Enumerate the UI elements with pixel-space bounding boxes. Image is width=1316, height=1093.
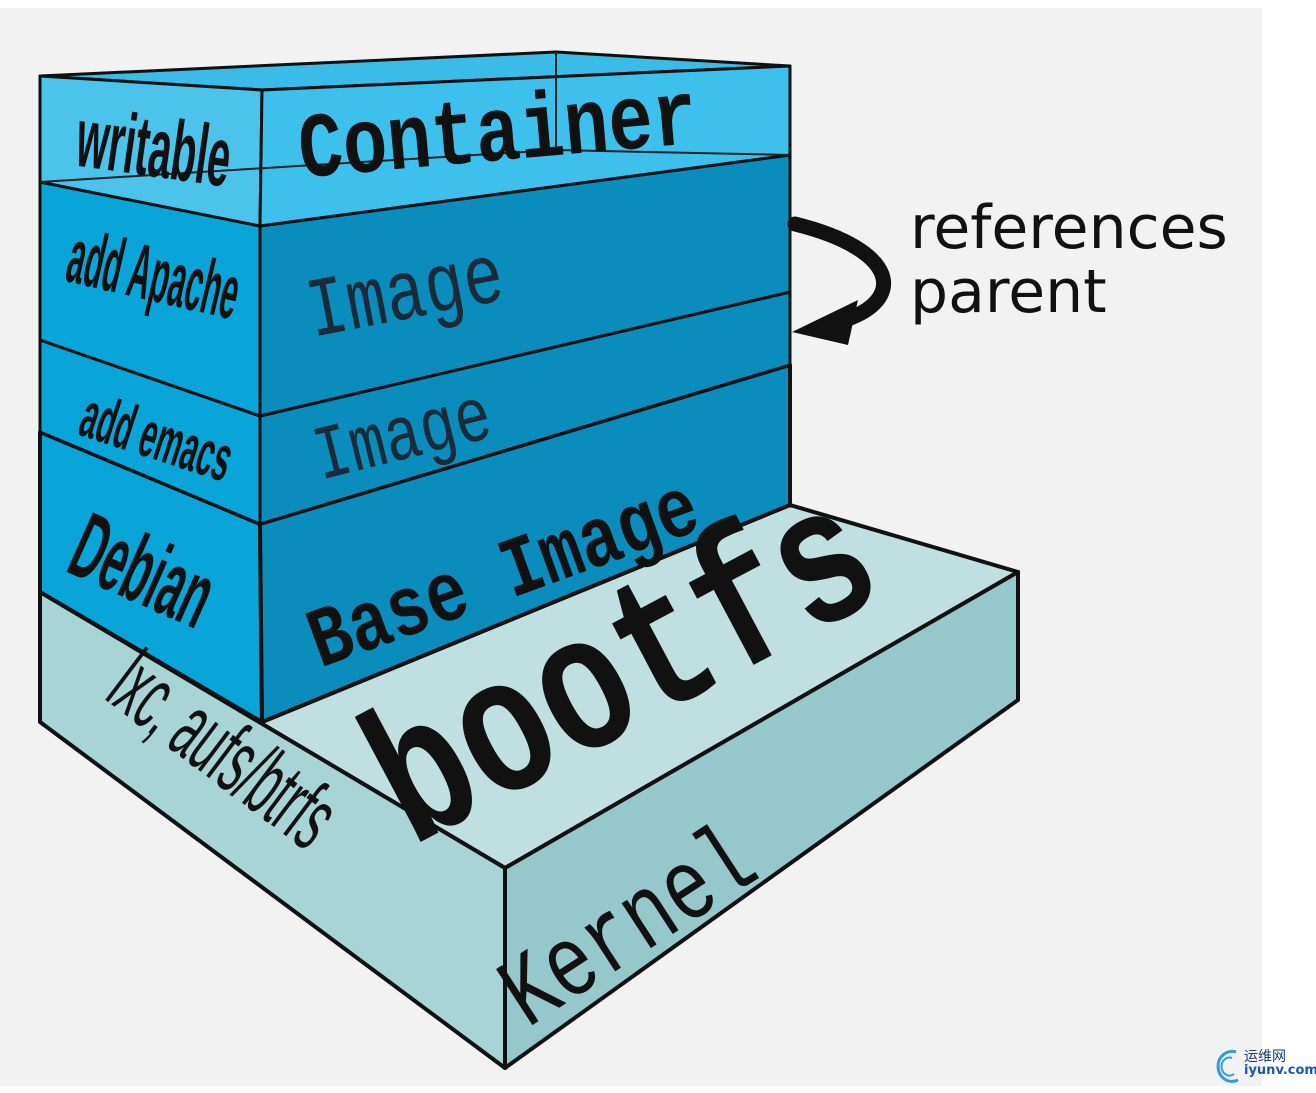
annotation-line2: parent	[910, 257, 1107, 327]
container-side-label: writable	[70, 91, 237, 206]
references-parent-arrow	[787, 216, 892, 328]
watermark-swirl-icon	[1216, 1049, 1239, 1083]
kernel-front-face	[503, 570, 1020, 1070]
watermark: 运维网 iyunv.com	[1212, 1046, 1316, 1088]
watermark-chinese: 运维网	[1244, 1049, 1286, 1065]
arrow-head	[792, 300, 858, 345]
watermark-domain: iyunv.com	[1244, 1063, 1316, 1078]
annotation-line1: references	[910, 193, 1228, 263]
